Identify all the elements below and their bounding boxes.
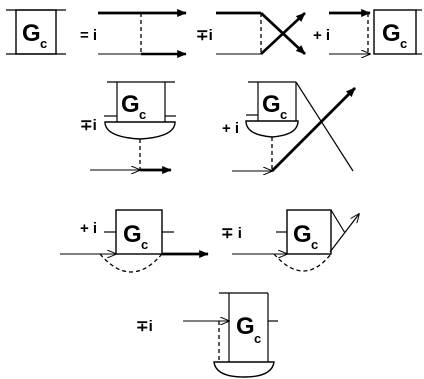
- row1-lhs-block: G c: [6, 9, 66, 55]
- block-subscript: c: [311, 237, 318, 252]
- block-letter: G: [262, 91, 281, 118]
- coef-row1-cross: ∓i: [196, 27, 213, 44]
- row1-direct-term: [98, 9, 187, 58]
- row1-block-term: G c: [329, 9, 422, 54]
- coef-row2-right: + i: [222, 120, 239, 137]
- row4-term: G c: [183, 292, 278, 378]
- block-letter: G: [236, 313, 255, 340]
- block-subscript: c: [141, 237, 148, 252]
- coef-row3-right: ∓ i: [221, 225, 242, 242]
- coef-equals-i: = i: [80, 27, 97, 44]
- block-subscript: c: [254, 331, 261, 346]
- block-subscript: c: [40, 36, 47, 51]
- row1-cross-term: [216, 11, 306, 56]
- block-subscript: c: [400, 36, 407, 51]
- block-subscript: c: [280, 107, 287, 122]
- block-letter: G: [123, 221, 142, 248]
- coef-row1-plus: + i: [313, 27, 330, 44]
- block-letter: G: [121, 91, 140, 118]
- block-subscript: c: [139, 107, 146, 122]
- row2-left-term: G c: [90, 81, 176, 174]
- coef-row3-left: + i: [80, 220, 97, 237]
- row2-right-term: G c: [232, 81, 356, 171]
- block-letter: G: [22, 20, 41, 47]
- coef-row2-left: ∓i: [80, 117, 97, 134]
- coef-row4: ∓i: [136, 318, 153, 335]
- block-letter: G: [293, 221, 312, 248]
- row3-right-term: G c: [232, 209, 359, 272]
- block-letter: G: [382, 20, 401, 47]
- row3-left-term: G c: [60, 209, 209, 273]
